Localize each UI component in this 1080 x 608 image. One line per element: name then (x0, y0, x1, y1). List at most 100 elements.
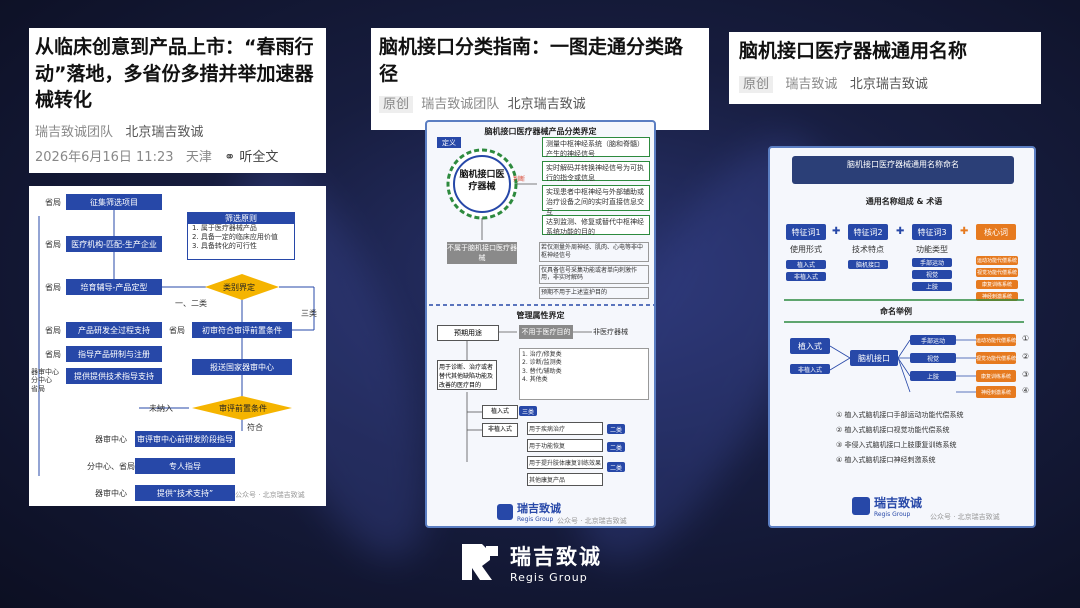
flow-node: 提供提供技术指导支持 (66, 368, 162, 384)
panel3-graphics (784, 299, 1024, 393)
logo-en: Regis Group (510, 570, 588, 584)
original-tag: 原创 (739, 75, 774, 93)
example-marker: ① (1022, 334, 1030, 343)
flow-node: 征集筛选项目 (66, 194, 162, 210)
example-marker: ② (836, 426, 843, 434)
core-item: 神经刺激系统 (976, 292, 1018, 301)
medical-use-box: 用于诊断、治疗或者替代其他缺陷功能及改善的医疗目的 (437, 360, 497, 390)
implant-box: 植入式 (482, 405, 518, 419)
example-marker: ③ (1022, 370, 1030, 379)
mgmt-line: 3. 替代/辅助类 (522, 367, 562, 375)
side-label: 省局 (45, 198, 61, 207)
article-card-2[interactable]: 脑机接口分类指南：一图走通分类路径 原创 瑞吉致诚团队 北京瑞吉致诚 (371, 28, 709, 130)
article-meta-row: 2026年6月16日 11:23 天津 ⚭ 听全文 (35, 146, 320, 165)
not-bci-item: 预期不用于上述监护目的 (539, 287, 649, 299)
side-label: 器审中心 (95, 489, 127, 498)
not-bci-item: 仅具备信号采集功能或者单向刺激作用，非实时解码 (539, 264, 649, 285)
author-label: 瑞吉致诚团队 (35, 124, 114, 140)
section-title: 通用名称组成 & 术语 (865, 197, 943, 206)
article-byline: 原创 瑞吉致诚 北京瑞吉致诚 (739, 73, 1031, 93)
example-marker: ④ (1022, 386, 1030, 395)
not-bci-list: 若仅测量外周神经、肌肉、心电等非中枢神经信号 仅具备信号采集功能或者单向刺激作用… (539, 242, 649, 299)
feature-item: 上肢 (912, 282, 952, 291)
example-node: 植入式 (790, 338, 830, 354)
non-device-label: 非医疗器械 (593, 328, 628, 336)
regis-logo-icon (852, 497, 870, 515)
screening-item: 2. 具备一定的临床应用价值 (192, 232, 278, 241)
flow-node: 审评审中心前研发阶段指导 (135, 431, 235, 447)
article-card-1[interactable]: 从临床创意到产品上市：“春雨行动”落地，多省份多措并举加速器械转化 瑞吉致诚团队… (29, 28, 326, 173)
mgmt-line: 1. 治疗/修复类 (522, 351, 562, 358)
side-label: 省局 (45, 283, 61, 292)
plus-icon: ✚ (896, 226, 905, 237)
plus-icon: ✚ (832, 226, 841, 237)
example-marker: ④ (836, 456, 843, 464)
example-core: 神经刺激系统 (976, 386, 1016, 398)
headphones-icon[interactable]: ⚭ (224, 149, 236, 165)
usage-rows: 用于疾病治疗 用于功能恢复 用于提升肢体康复训练效果 其他康复产品 (527, 422, 603, 486)
example-node: 上肢 (910, 371, 956, 381)
branch-label: 符合 (247, 423, 263, 432)
example-name: 植入式脑机接口手部运动功能代偿系统 (844, 411, 964, 419)
regis-logo-icon (462, 544, 498, 580)
listen-button[interactable]: 听全文 (239, 149, 279, 165)
source-link[interactable]: 北京瑞吉致诚 (849, 76, 928, 92)
definition-item: 达到监测、修复或替代中枢神经系统功能的目的 (542, 215, 650, 236)
purpose-box: 预期用途 (437, 325, 499, 341)
flow-node: 专人指导 (135, 458, 235, 474)
feature-item: 非植入式 (786, 272, 826, 281)
core-item: 康复训练系统 (976, 280, 1018, 289)
decision-label: 审评前置条件 (219, 404, 267, 413)
watermark: 公众号 · 北京瑞吉致诚 (930, 513, 1000, 521)
core-word: 核心词 (976, 224, 1016, 240)
not-bci-box: 不属于脑机接口医疗器械 (447, 242, 517, 264)
article-title[interactable]: 脑机接口分类指南：一图走通分类路径 (379, 36, 684, 85)
example-marker: ③ (836, 441, 843, 449)
side-label: 分中心、省局 (87, 462, 135, 471)
flowchart-panel-1: 征集筛选项目 医疗机构-匹配-生产企业 培育辅导-产品定型 产品研发全过程支持 … (29, 186, 326, 506)
example-core: 康复训练系统 (976, 370, 1016, 382)
judge-badge: 判断 (513, 176, 526, 183)
section-tag: 定义 (437, 137, 461, 148)
panel-header: 脑机接口医疗器械通用名称命名 (792, 156, 1014, 184)
source-link[interactable]: 北京瑞吉致诚 (507, 97, 586, 113)
publish-location: 天津 (185, 149, 212, 165)
mgmt-notes: 1. 治疗/修复类 2. 诊断/监测类 3. 替代/辅助类 4. 其他类 (519, 348, 649, 400)
class-tag: 三类 (519, 406, 537, 416)
example-core: 视觉功能代偿系统 (976, 352, 1016, 364)
example-core: 运动功能代偿系统 (976, 334, 1016, 346)
usage-row: 其他康复产品 (527, 473, 603, 486)
panel-logo: 瑞吉致诚 Regis Group (497, 500, 561, 523)
panel-logo: 瑞吉致诚 Regis Group (852, 494, 922, 518)
article-title[interactable]: 脑机接口医疗器械通用名称 (739, 40, 968, 62)
definition-item: 实时解码并转换神经信号为可执行的指令或信息 (542, 161, 650, 182)
class-tag: 二类 (607, 442, 625, 452)
core-item: 运动功能代偿系统 (976, 256, 1018, 265)
source-link[interactable]: 北京瑞吉致诚 (125, 124, 204, 140)
watermark: 公众号 · 北京瑞吉致诚 (235, 491, 305, 499)
decision-diamond (192, 396, 292, 420)
branch-label: 三类 (301, 309, 317, 318)
article-title[interactable]: 从临床创意到产品上市：“春雨行动”落地，多省份多措并举加速器械转化 (35, 36, 314, 112)
non-implant-box: 非植入式 (482, 423, 518, 437)
screening-item: 1. 属于医疗器械产品 (192, 224, 257, 232)
core-item: 视觉功能代偿系统 (976, 268, 1018, 277)
article-card-3[interactable]: 脑机接口医疗器械通用名称 原创 瑞吉致诚 北京瑞吉致诚 (729, 32, 1041, 104)
panel-header: 脑机接口医疗器械产品分类界定 (484, 127, 597, 136)
example-node: 非植入式 (790, 364, 830, 374)
flow-node: 医疗机构-匹配-生产企业 (66, 236, 162, 252)
footer-logo: 瑞吉致诚 Regis Group (458, 540, 602, 584)
example-list: ① 植入式脑机接口手部运动功能代偿系统 ② 植入式脑机接口视觉功能代偿系统 ③ … (836, 408, 964, 468)
center-label: 脑机接口医疗器械 (459, 170, 505, 192)
example-node: 手部运动 (910, 335, 956, 345)
flow-node: 指导产品研制与注册 (66, 346, 162, 362)
author-label: 瑞吉致诚团队 (421, 97, 500, 113)
screening-item: 3. 具备转化的可行性 (192, 241, 257, 250)
side-label: 省局 (45, 350, 61, 359)
watermark: 公众号 · 北京瑞吉致诚 (557, 517, 627, 525)
example-marker: ② (1022, 352, 1030, 361)
original-tag: 原创 (379, 96, 414, 114)
side-label: 省局 (45, 240, 61, 249)
not-bci-item: 若仅测量外周神经、肌肉、心电等非中枢神经信号 (539, 242, 649, 262)
feature-word: 特征词3 (912, 224, 952, 240)
